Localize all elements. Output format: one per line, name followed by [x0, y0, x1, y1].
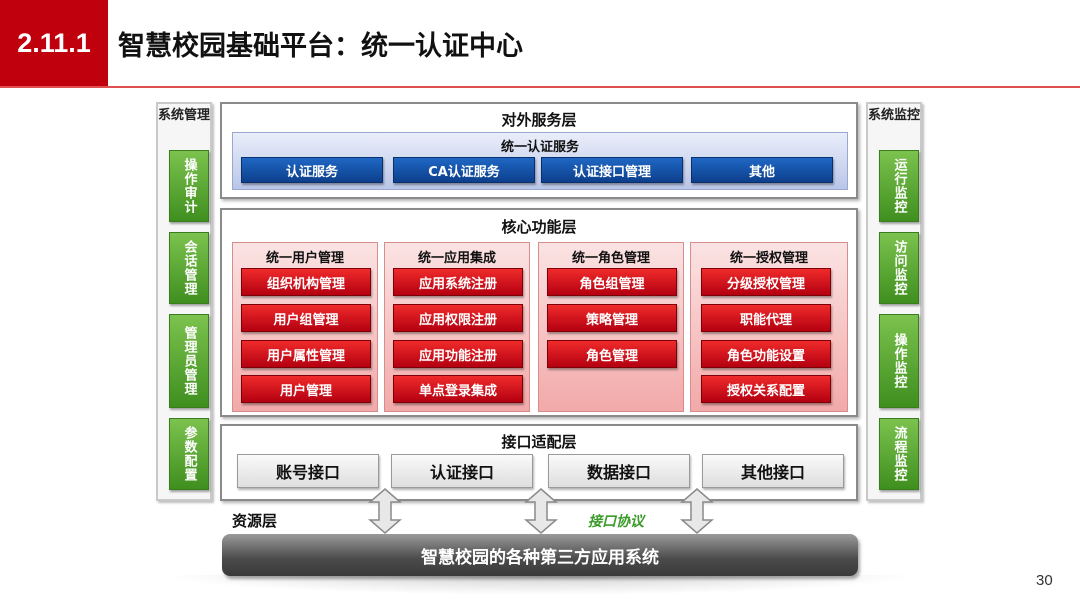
user-mgmt-button: 用户管理 [241, 375, 371, 403]
role-mgmt-button: 角色管理 [547, 340, 677, 368]
hierarchical-auth-mgmt-button: 分级授权管理 [701, 268, 831, 296]
external-service-layer: 对外服务层 统一认证服务 认证服务 CA认证服务 认证接口管理 其他 [220, 102, 858, 199]
role-management-group: 统一角色管理 角色组管理 策略管理 角色管理 [538, 242, 684, 412]
function-proxy-button: 职能代理 [701, 304, 831, 332]
platform-shadow [160, 575, 920, 595]
user-group-mgmt-button: 用户组管理 [241, 304, 371, 332]
double-arrow-icon [680, 488, 714, 534]
third-party-systems-bar: 智慧校园的各种第三方应用系统 [222, 534, 858, 576]
interface-adapter-layer: 接口适配层 账号接口 认证接口 数据接口 其他接口 [220, 424, 858, 501]
admin-management-box: 管理员管理 [169, 314, 209, 408]
double-arrow-icon [524, 488, 558, 534]
page-number: 30 [1036, 572, 1053, 589]
system-management-panel: 系统管理 操作审计 会话管理 管理员管理 参数配置 [156, 102, 212, 501]
other-interface-button: 其他接口 [702, 454, 844, 488]
parameter-config-box: 参数配置 [169, 418, 209, 490]
user-attribute-mgmt-button: 用户属性管理 [241, 340, 371, 368]
role-management-title: 统一角色管理 [571, 251, 650, 266]
auth-interface-button: 认证接口 [391, 454, 533, 488]
system-management-title: 系统管理 [158, 108, 211, 123]
access-monitor-box: 访问监控 [879, 232, 919, 304]
resource-layer-label: 资源层 [232, 512, 278, 530]
app-system-register-button: 应用系统注册 [393, 268, 523, 296]
data-interface-button: 数据接口 [548, 454, 690, 488]
sso-integration-button: 单点登录集成 [393, 375, 523, 403]
system-monitor-panel: 系统监控 运行监控 访问监控 操作监控 流程监控 [866, 102, 922, 501]
app-integration-group: 统一应用集成 应用系统注册 应用权限注册 应用功能注册 单点登录集成 [384, 242, 530, 412]
external-service-layer-title: 对外服务层 [501, 111, 577, 129]
process-monitor-box: 流程监控 [879, 418, 919, 490]
header-divider [0, 86, 1080, 88]
interface-protocol-label: 接口协议 [588, 514, 644, 530]
app-function-register-button: 应用功能注册 [393, 340, 523, 368]
unified-auth-service-title: 统一认证服务 [500, 140, 579, 155]
operation-monitor-box: 操作监控 [879, 314, 919, 408]
interface-adapter-layer-title: 接口适配层 [501, 433, 577, 451]
ca-auth-service-button: CA认证服务 [393, 157, 535, 183]
user-management-group: 统一用户管理 组织机构管理 用户组管理 用户属性管理 用户管理 [232, 242, 378, 412]
auth-relation-config-button: 授权关系配置 [701, 375, 831, 403]
other-service-button: 其他 [691, 157, 833, 183]
app-permission-register-button: 应用权限注册 [393, 304, 523, 332]
org-structure-mgmt-button: 组织机构管理 [241, 268, 371, 296]
account-interface-button: 账号接口 [237, 454, 379, 488]
operation-audit-box: 操作审计 [169, 150, 209, 222]
authorization-management-group: 统一授权管理 分级授权管理 职能代理 角色功能设置 授权关系配置 [690, 242, 848, 412]
user-management-title: 统一用户管理 [265, 251, 344, 266]
policy-mgmt-button: 策略管理 [547, 304, 677, 332]
section-number: 2.11.1 [0, 0, 108, 86]
auth-service-button: 认证服务 [241, 157, 383, 183]
page-title: 智慧校园基础平台：统一认证中心 [118, 30, 523, 62]
role-function-setting-button: 角色功能设置 [701, 340, 831, 368]
core-function-layer-title: 核心功能层 [501, 218, 577, 236]
system-monitor-title: 系统监控 [868, 108, 921, 123]
double-arrow-icon [368, 488, 402, 534]
runtime-monitor-box: 运行监控 [879, 150, 919, 222]
app-integration-title: 统一应用集成 [417, 251, 496, 266]
authorization-management-title: 统一授权管理 [729, 251, 808, 266]
core-function-layer: 核心功能层 统一用户管理 组织机构管理 用户组管理 用户属性管理 用户管理 统一… [220, 208, 858, 417]
session-management-box: 会话管理 [169, 232, 209, 304]
unified-auth-service-panel: 统一认证服务 认证服务 CA认证服务 认证接口管理 其他 [232, 132, 848, 190]
auth-interface-mgmt-button: 认证接口管理 [541, 157, 683, 183]
role-group-mgmt-button: 角色组管理 [547, 268, 677, 296]
